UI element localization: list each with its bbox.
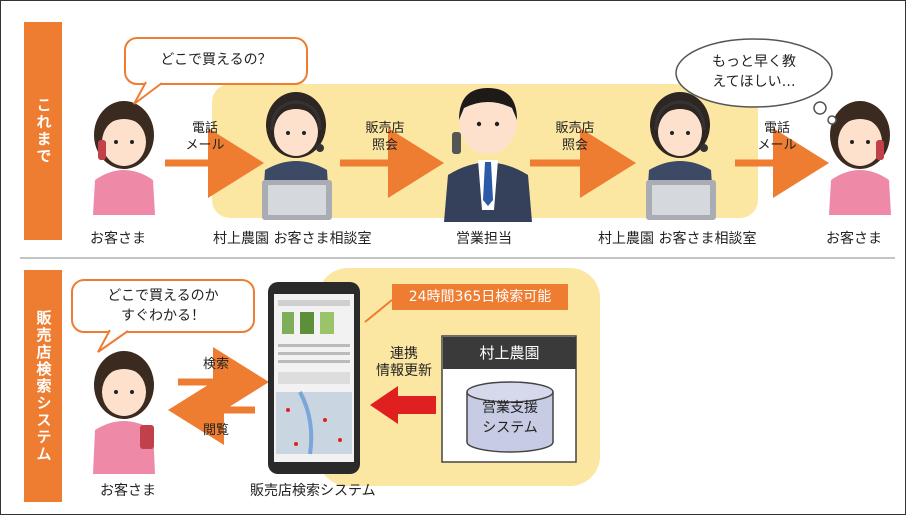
caption-office-right: 村上農園 お客さま相談室 [598,231,757,247]
caption-office-left: 村上農園 お客さま相談室 [213,231,372,247]
thought-bubble-right [675,38,837,125]
operator-left-figure [262,92,332,220]
customer-bottom-figure [93,351,155,474]
bubble-left-text: どこで買えるの？ [160,52,272,68]
system-label: 営業支援 システム [482,400,538,436]
side-label-system: 販売店検索システム [24,270,62,502]
side-label-system-text: 販売店検索システム [34,309,53,463]
arrow1-label: 電話 メール [185,121,225,153]
badge-pointer [364,299,393,323]
operator-right-figure [646,92,716,220]
caption-phone-system: 販売店検索システム [250,483,376,499]
speech-bubble-bottom [71,279,255,353]
bubble-bottom-text: どこで買えるのか すぐわかる！ [107,288,219,324]
arrow2-label: 販売店 照会 [365,121,405,153]
caption-sales: 営業担当 [456,231,512,247]
search-label: 検索 [202,357,229,372]
link-label: 連携 情報更新 [376,346,432,379]
customer-left-figure [93,101,155,215]
browse-label: 閲覧 [202,423,229,438]
caption-customer-right: お客さま [826,231,882,247]
availability-badge: 24時間365日検索可能 [392,284,568,310]
arrow-link-update [370,386,436,424]
customer-right-figure [829,101,891,215]
side-label-before-text: これまで [34,97,53,165]
smartphone [268,282,360,474]
company-header: 村上農園 [443,337,576,369]
arrow4-label: 電話 メール [757,121,797,153]
database-icon [466,381,554,453]
caption-customer-bottom: お客さま [100,483,156,499]
side-label-before: これまで [24,22,62,240]
arrow3-label: 販売店 照会 [555,121,595,153]
sales-person-figure [444,88,532,222]
caption-customer-left: お客さま [90,231,146,247]
speech-bubble-left [124,37,308,105]
bubble-right-text: もっと早く教 えてほしい… [712,54,796,90]
